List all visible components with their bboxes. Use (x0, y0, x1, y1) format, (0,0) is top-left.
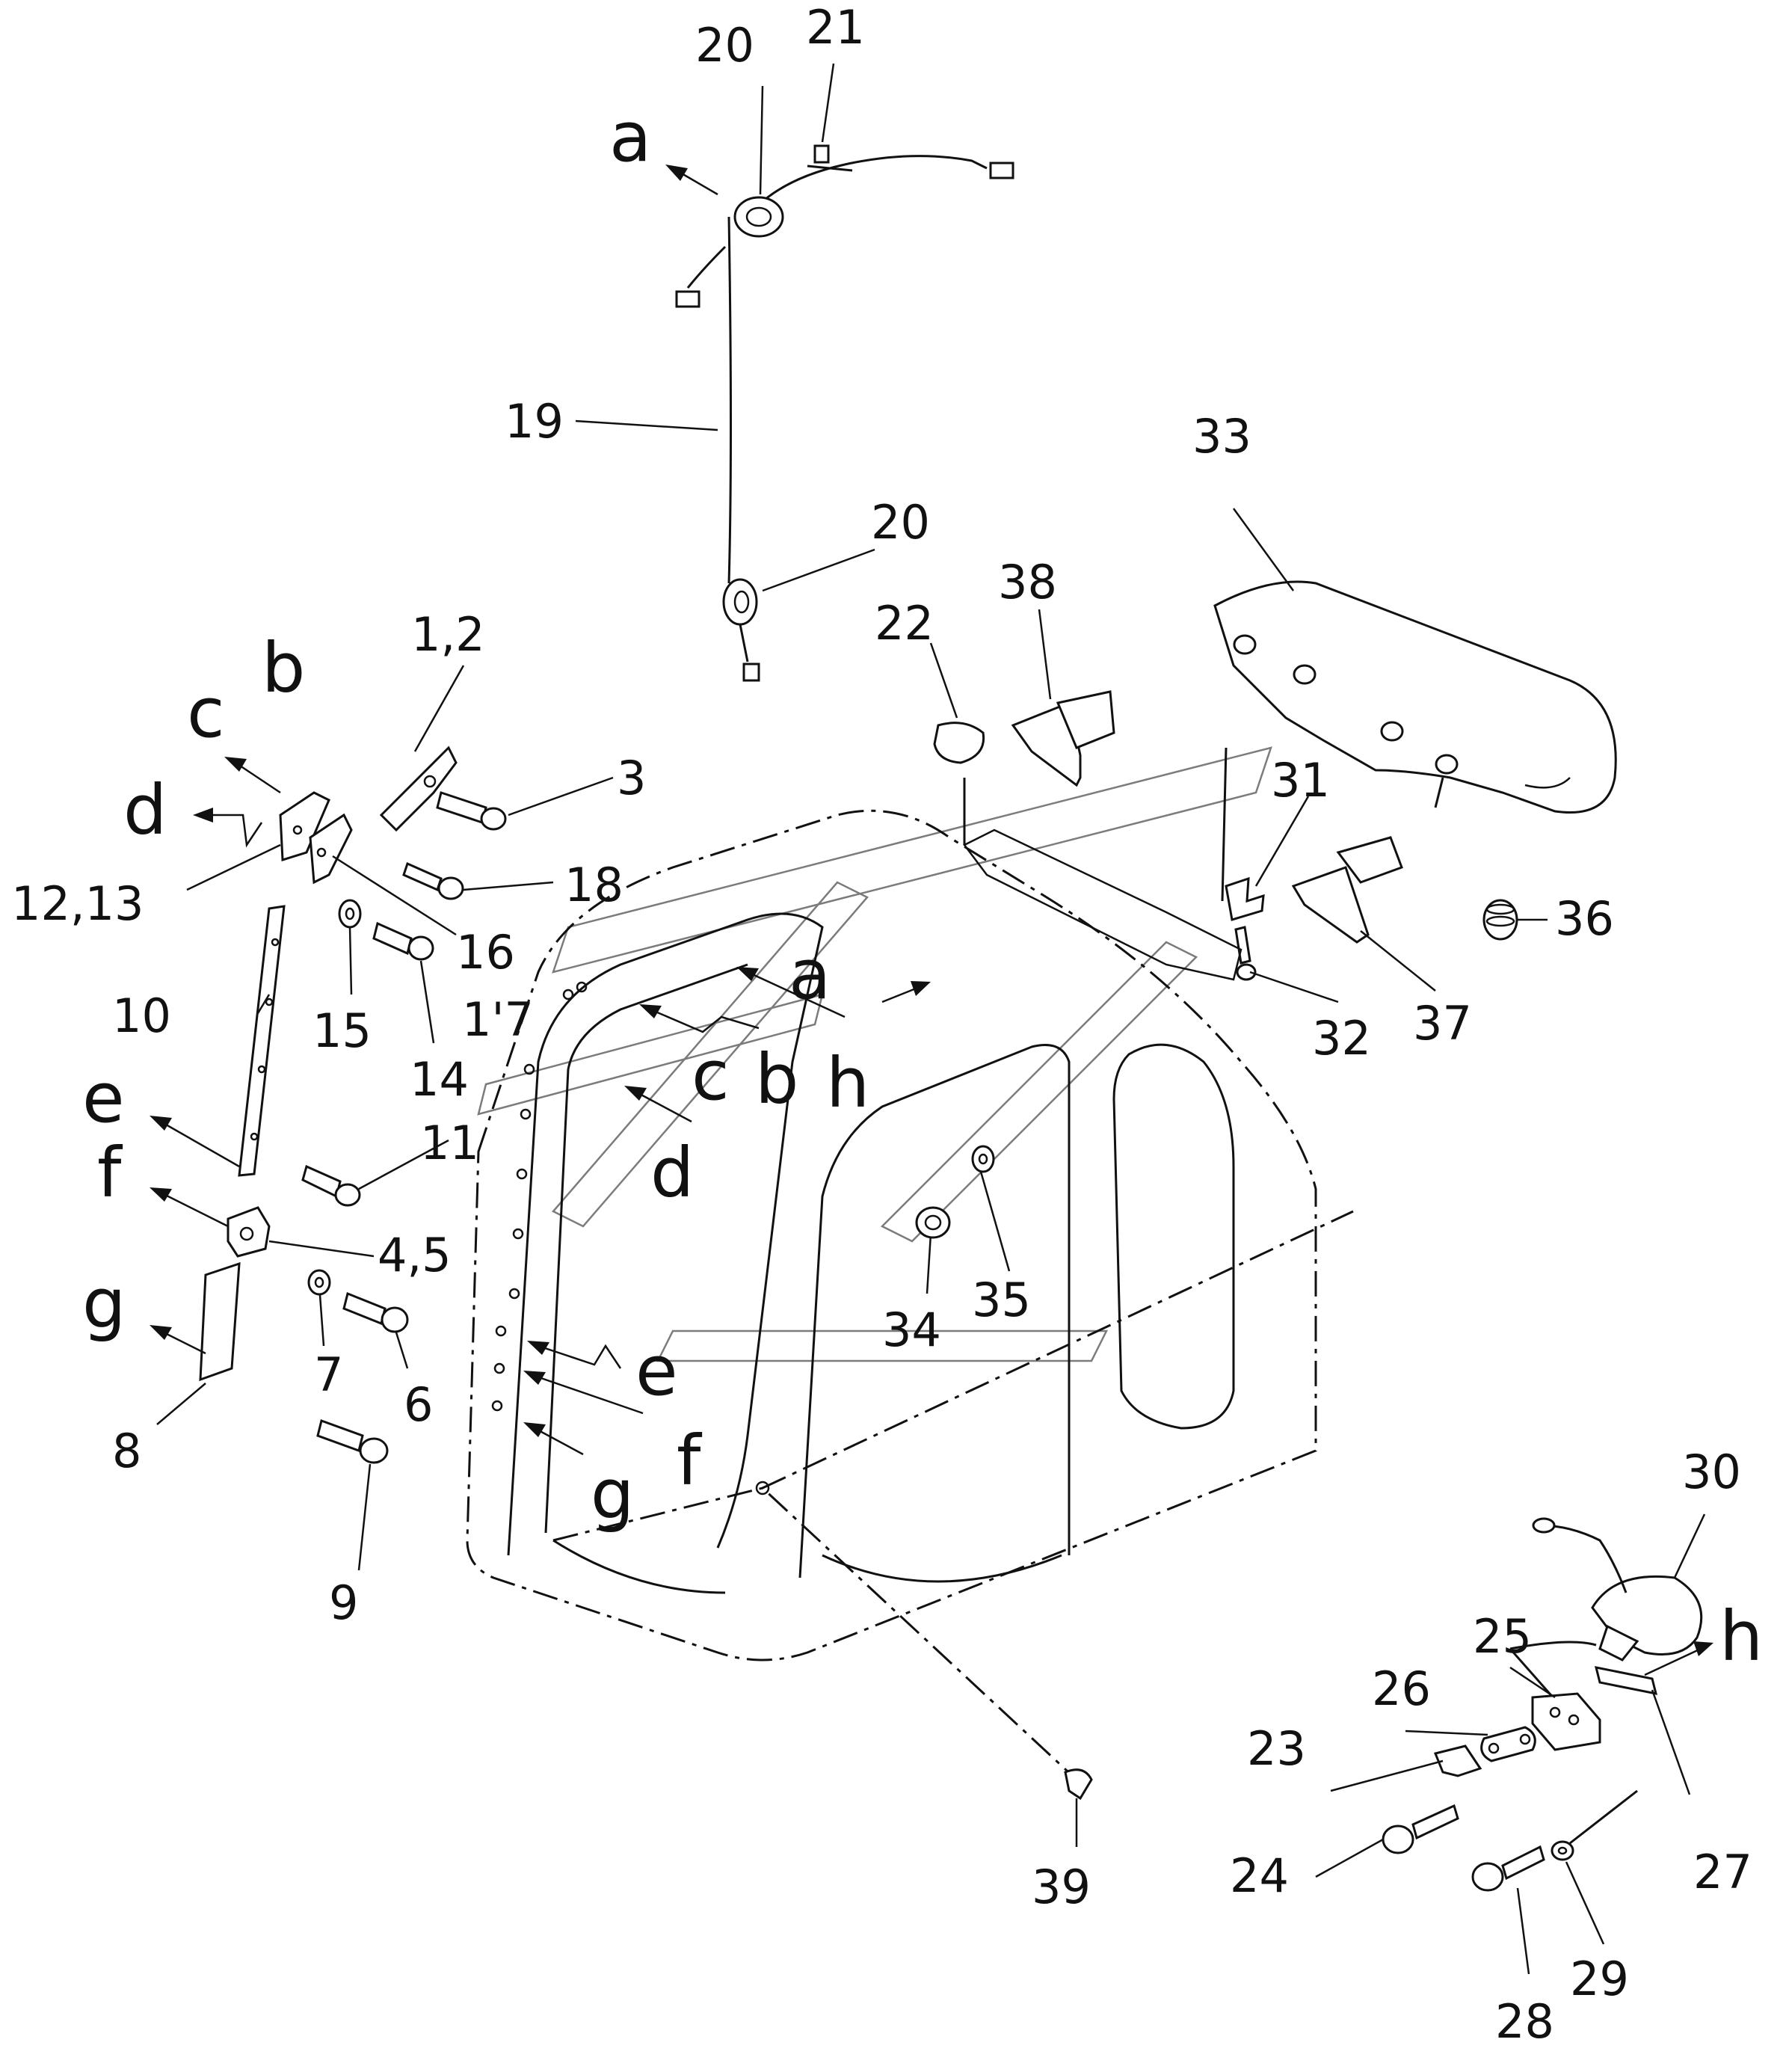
ref-h-cab: h (826, 1043, 869, 1123)
label-34: 34 (882, 1303, 941, 1357)
label-37: 37 (1413, 996, 1472, 1051)
label-26: 26 (1372, 1661, 1431, 1716)
label-14: 14 (410, 1052, 469, 1107)
ref-e-cab: e (635, 1331, 678, 1411)
reference-arrows (150, 165, 1713, 1676)
bolt-32-icon (1236, 963, 1257, 981)
bracket-1-2-icon (379, 746, 458, 832)
grommet-mid-icon (722, 578, 758, 626)
grommet-top-icon (733, 196, 784, 238)
label-16: 16 (456, 925, 515, 980)
label-27: 27 (1693, 1845, 1752, 1899)
washer-35-icon (971, 1145, 995, 1173)
watermark-shapes (477, 746, 1272, 1362)
part-number-labels: 20 21 19 20 1,2 3 12,13 18 16 15 1'7 14 … (11, 0, 1752, 2049)
plate-27-icon (1594, 1666, 1658, 1695)
hinge-16-icon (309, 813, 353, 885)
bracket-31-icon (1225, 876, 1265, 921)
label-38: 38 (998, 555, 1057, 609)
label-22: 22 (875, 596, 934, 651)
ref-d-left: d (123, 770, 167, 850)
washer-15-icon (338, 899, 362, 929)
roof-cover-33-icon (1213, 580, 1617, 814)
connector-21-icon (813, 144, 830, 164)
switch-37-icon (1291, 866, 1370, 944)
label-31: 31 (1271, 753, 1330, 808)
roof-parts (933, 580, 1617, 981)
label-32: 32 (1312, 1011, 1371, 1066)
ref-c-cab: c (692, 1036, 730, 1116)
latch-parts (1064, 1517, 1703, 1892)
label-30: 30 (1682, 1445, 1741, 1499)
label-21: 21 (806, 0, 865, 55)
ref-f-left: f (97, 1133, 123, 1213)
ref-a-cab: a (789, 935, 831, 1015)
label-25: 25 (1473, 1609, 1532, 1664)
bolt-28-icon (1471, 1862, 1504, 1892)
hinge-hardware (199, 746, 507, 1464)
label-20-top: 20 (695, 18, 754, 73)
label-8: 8 (112, 1424, 141, 1478)
label-19: 19 (505, 394, 564, 449)
grommet-36-icon (1482, 899, 1518, 941)
label-17: 1'7 (462, 992, 534, 1047)
roof-studs (1233, 634, 1459, 775)
bolt-9-icon (359, 1437, 389, 1464)
bolt-3-icon (480, 807, 507, 831)
label-20-mid: 20 (871, 495, 930, 550)
label-12-13: 12,13 (11, 876, 144, 931)
bolt-14-icon (407, 935, 434, 961)
clamp-22-icon (933, 722, 985, 764)
bolt-24-icon (1382, 1824, 1414, 1854)
washer-7-icon (307, 1269, 331, 1296)
ref-f-cab: f (677, 1421, 703, 1501)
label-28: 28 (1495, 1994, 1554, 2049)
plate-10-icon (238, 905, 286, 1177)
rivet-holes (491, 981, 770, 1495)
ref-b-left: b (262, 628, 305, 708)
plate-8-icon (199, 1261, 241, 1382)
ref-d-cab: d (650, 1133, 694, 1213)
ref-g-left: g (82, 1264, 126, 1344)
reference-letters: a b c d e f g h a b c d e f g h (82, 97, 1763, 1676)
nut-washer (915, 1145, 995, 1239)
label-7: 7 (314, 1347, 343, 1402)
label-35: 35 (972, 1273, 1031, 1327)
label-24: 24 (1230, 1848, 1289, 1903)
screw-11-icon (334, 1183, 361, 1207)
ref-g-cab: g (591, 1454, 634, 1534)
wire-harness (675, 144, 1014, 682)
hinge-25-icon (1531, 1692, 1601, 1751)
label-11: 11 (420, 1116, 479, 1170)
hinge-12-13-icon (279, 791, 330, 862)
label-3: 3 (617, 751, 646, 805)
label-23: 23 (1247, 1721, 1306, 1776)
leader-lines (156, 63, 1706, 1975)
label-4-5: 4,5 (378, 1228, 452, 1282)
nut-34-icon (915, 1206, 951, 1239)
ref-a-top: a (609, 97, 651, 177)
screw-18-icon (437, 876, 464, 900)
label-9: 9 (329, 1575, 358, 1630)
label-1-2: 1,2 (411, 607, 485, 662)
label-15: 15 (312, 1003, 372, 1058)
bracket-23-icon (1433, 1744, 1482, 1777)
ref-c-left: c (187, 673, 225, 753)
bolt-6-icon (381, 1306, 409, 1333)
ref-h-right: h (1719, 1596, 1763, 1676)
label-36: 36 (1555, 891, 1614, 946)
ref-b-cab: b (755, 1039, 798, 1119)
ref-e-left: e (82, 1058, 125, 1138)
label-6: 6 (404, 1377, 433, 1432)
cab-frame (466, 809, 1354, 1781)
label-29: 29 (1570, 1952, 1629, 2006)
block-4-5-icon (227, 1206, 271, 1258)
label-10: 10 (112, 989, 171, 1043)
label-18: 18 (564, 858, 623, 912)
clip-39-icon (1064, 1768, 1093, 1801)
label-39: 39 (1032, 1860, 1091, 1914)
washer-29-icon (1551, 1840, 1574, 1861)
label-33: 33 (1192, 409, 1251, 464)
